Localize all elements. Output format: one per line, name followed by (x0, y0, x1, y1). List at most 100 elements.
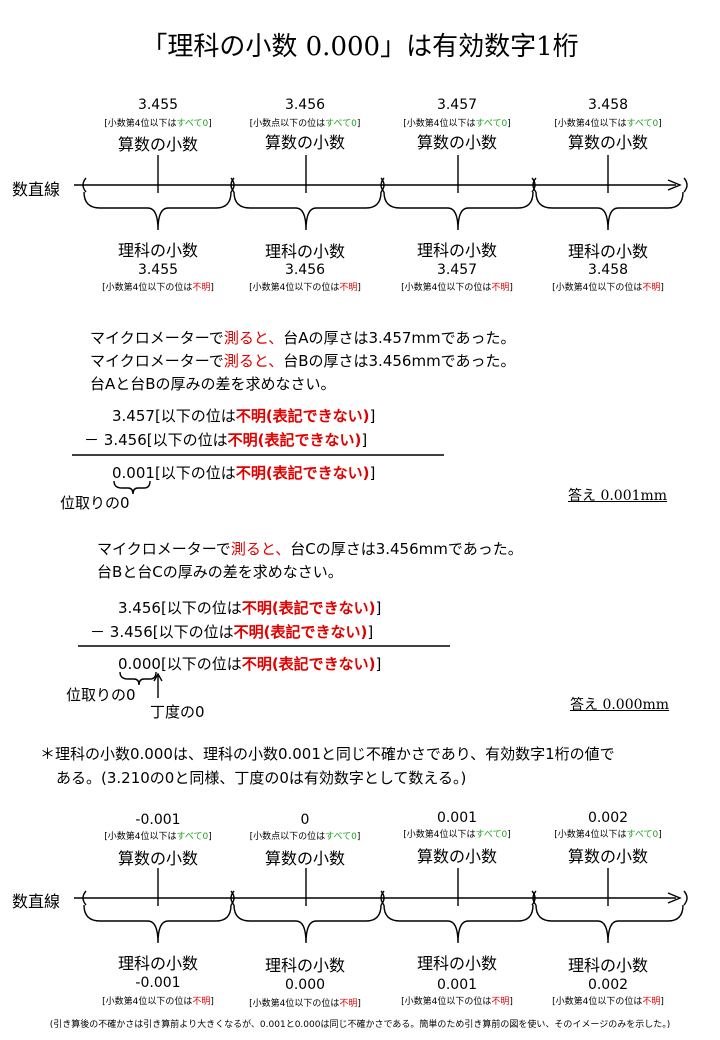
p1-answer: 答え 0.001mm (568, 488, 668, 504)
range-bracket (380, 890, 385, 906)
p2-row1: 3.456[以下の位は不明(表記できない)] (118, 599, 382, 617)
range-brace (383, 191, 534, 231)
sci-note: [小数第4位以下の位は不明] (102, 997, 214, 1007)
sci-value: 0.001 (436, 977, 478, 993)
problem2-line1: マイクロメーターで測ると、台Cの厚さは3.456mmであった。 (97, 540, 523, 558)
range-brace (233, 904, 382, 944)
math-note: [小数第4位以下はすべて0] (104, 119, 212, 129)
math-label: 算数の小数 (567, 847, 648, 866)
math-label: 算数の小数 (264, 849, 345, 868)
sci-value: 3.457 (436, 262, 478, 278)
range-bracket (532, 177, 537, 193)
problem1-line2: マイクロメーターで測ると、台Bの厚さは3.456mmであった。 (90, 352, 516, 370)
range-brace (383, 904, 534, 944)
math-label: 算数の小数 (264, 133, 345, 152)
range-brace (83, 904, 232, 944)
star-note-line2: ある。(3.210の0と同様、丁度の0は有効数字として数える。) (56, 769, 467, 787)
problem1-line1: マイクロメーターで測ると、台Aの厚さは3.457mmであった。 (90, 329, 516, 347)
sci-value: 0.000 (284, 977, 326, 993)
math-note: [小数第4位以下はすべて0] (554, 119, 662, 129)
range-bracket (683, 890, 688, 906)
sci-label: 理科の小数 (567, 242, 648, 261)
range-bracket (380, 177, 385, 193)
math-note: [小数第4位以下はすべて0] (104, 832, 212, 842)
range-bracket (230, 890, 235, 906)
range-bracket (683, 177, 688, 193)
star-note-line1: ＊理科の小数0.000は、理科の小数0.001と同じ不確かさであり、有効数字1桁… (40, 745, 615, 763)
range-bracket (532, 890, 537, 906)
range-brace (535, 191, 684, 231)
range-brace (535, 904, 684, 944)
sci-label: 理科の小数 (117, 241, 198, 260)
sci-note: [小数第4位以下の位は不明] (552, 997, 664, 1007)
math-value: 3.455 (137, 97, 179, 113)
sci-label: 理科の小数 (264, 956, 345, 975)
sci-note: [小数第4位以下の位は不明] (249, 999, 361, 1009)
sci-note: [小数第4位以下の位は不明] (102, 283, 214, 293)
math-label: 算数の小数 (117, 135, 198, 154)
footnote: (引き算後の不確かさは引き算前より大きくなるが、0.001と0.000は同じ不確… (49, 1020, 671, 1030)
sci-label: 理科の小数 (117, 954, 198, 973)
p2-exact-arrow-head (153, 672, 163, 682)
sci-label: 理科の小数 (264, 242, 345, 261)
sci-note: [小数第4位以下の位は不明] (249, 283, 361, 293)
range-bracket (380, 890, 385, 906)
math-value: 0.001 (436, 810, 478, 826)
problem1-line3: 台Aと台Bの厚みの差を求めなさい。 (90, 375, 336, 393)
p1-result: 0.001[以下の位は不明(表記できない)] (112, 464, 376, 482)
sci-note: [小数第4位以下の位は不明] (401, 283, 513, 293)
p1-row2: － 3.456[以下の位は不明(表記できない)] (84, 431, 368, 449)
p1-place-brace (113, 480, 151, 495)
arrow-head (667, 179, 682, 191)
math-note: [小数点以下の位はすべて0] (249, 119, 361, 129)
sci-note: [小数第4位以下の位は不明] (552, 283, 664, 293)
sci-label: 理科の小数 (567, 956, 648, 975)
sci-label: 理科の小数 (416, 241, 497, 260)
range-brace (233, 191, 382, 231)
bottom-number-line (74, 868, 688, 944)
p2-place-label: 位取りの0 (66, 686, 136, 704)
math-value: 3.457 (436, 97, 478, 113)
sci-value: 0.002 (587, 977, 629, 993)
sci-value: 3.456 (284, 262, 326, 278)
range-brace (83, 191, 232, 231)
page-title: 「理科の小数 0.000」は有効数字1桁 (141, 32, 579, 62)
range-bracket (230, 890, 235, 906)
p2-exact-label: 丁度の0 (150, 703, 205, 721)
sci-value: -0.001 (135, 975, 181, 991)
sci-value: 3.458 (587, 262, 629, 278)
p2-place-brace (119, 671, 157, 686)
math-label: 算数の小数 (567, 133, 648, 152)
range-bracket (531, 177, 536, 193)
math-value: 3.456 (284, 97, 326, 113)
arrow-head (667, 892, 682, 904)
sci-label: 理科の小数 (416, 954, 497, 973)
math-note: [小数第4位以下はすべて0] (403, 830, 511, 840)
math-value: -0.001 (135, 812, 181, 828)
p2-answer: 答え 0.000mm (570, 697, 670, 713)
math-value: 3.458 (587, 97, 629, 113)
math-label: 算数の小数 (416, 133, 497, 152)
range-bracket (82, 890, 87, 906)
math-label: 算数の小数 (416, 847, 497, 866)
p1-place-label: 位取りの0 (60, 494, 130, 512)
p1-row1: 3.457[以下の位は不明(表記できない)] (112, 407, 376, 425)
range-bracket (380, 177, 385, 193)
range-bracket (531, 890, 536, 906)
top-number-line (74, 155, 688, 231)
range-bracket (82, 177, 87, 193)
math-note: [小数第4位以下はすべて0] (554, 830, 662, 840)
p2-result: 0.000[以下の位は不明(表記できない)] (118, 655, 382, 673)
range-bracket (230, 177, 235, 193)
math-label: 算数の小数 (117, 849, 198, 868)
sci-note: [小数第4位以下の位は不明] (401, 997, 513, 1007)
math-value: 0 (300, 812, 310, 828)
math-note: [小数第4位以下はすべて0] (403, 119, 511, 129)
math-note: [小数点以下の位はすべて0] (249, 832, 361, 842)
p2-row2: － 3.456[以下の位は不明(表記できない)] (90, 623, 374, 641)
problem2-line2: 台Bと台Cの厚みの差を求めなさい。 (97, 563, 343, 581)
sci-value: 3.455 (137, 262, 179, 278)
math-value: 0.002 (587, 810, 629, 826)
number-line-label: 数直線 (12, 892, 61, 911)
